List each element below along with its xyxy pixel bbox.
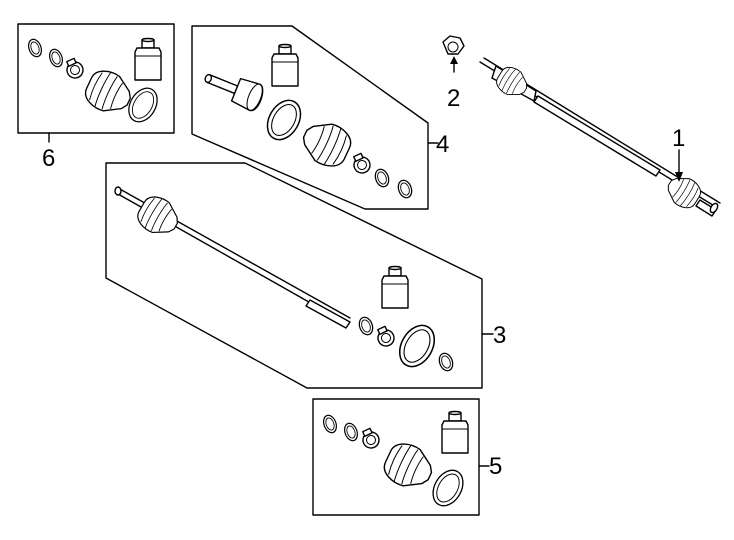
kit-box-6 [17,23,175,134]
callout-4: 4 [436,131,449,158]
arrow-2 [450,56,458,64]
callout-5: 5 [489,453,502,480]
callout-1: 1 [672,125,685,152]
kit-box-4 [191,25,429,210]
callout-2: 2 [447,85,460,112]
callout-6: 6 [42,145,55,172]
axle-nut-2 [442,35,465,55]
axle-assembly-1 [479,57,721,217]
arrow-1 [675,172,683,182]
callout-3: 3 [493,322,506,349]
kit-box-3 [105,162,483,389]
kit-box-5 [312,398,480,516]
